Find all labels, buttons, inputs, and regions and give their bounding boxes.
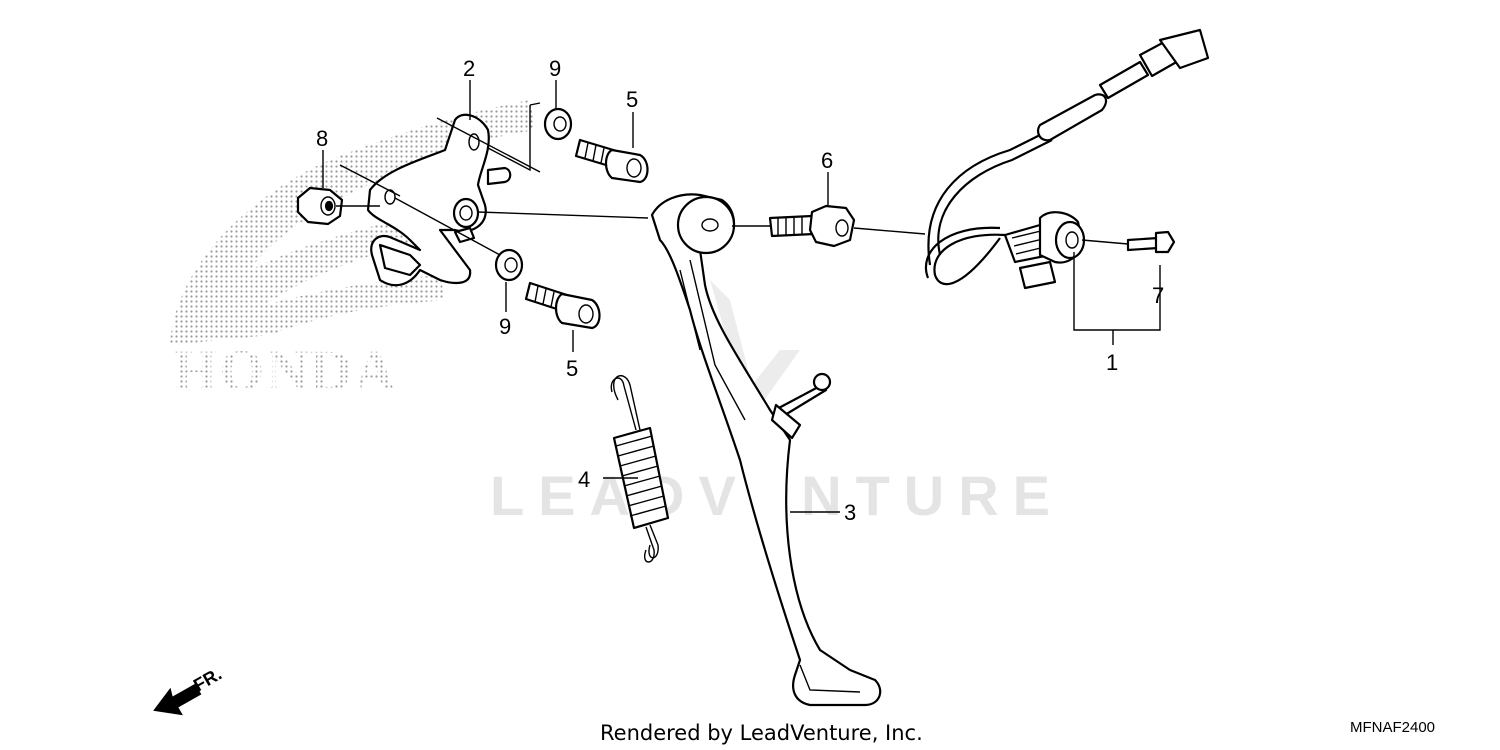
callout-3: 3	[844, 500, 856, 525]
callout-6: 6	[821, 148, 833, 173]
callout-5-upper: 5	[626, 87, 638, 112]
part-stand-switch	[924, 28, 1210, 290]
callout-leaders	[322, 80, 1161, 513]
callout-7: 7	[1152, 283, 1164, 308]
honda-logo-text: HONDA	[172, 338, 398, 403]
front-arrow-icon	[153, 683, 202, 716]
part-bolt-lower	[524, 281, 601, 330]
part-side-stand	[650, 193, 882, 707]
part-spring	[610, 375, 670, 563]
assembly-lines	[336, 102, 1129, 256]
callout-5-lower: 5	[566, 356, 578, 381]
part-washer-lower	[494, 248, 524, 282]
callouts: 1 2 3 4 5 5 6 7 8 9 9	[316, 56, 1164, 525]
honda-wing-logo: HONDA	[170, 100, 535, 403]
part-nut	[296, 186, 344, 226]
part-bolt-upper	[574, 138, 649, 184]
callout-9-upper: 9	[549, 56, 561, 81]
diagram-code: MFNAF2400	[1350, 719, 1435, 736]
part-washer-upper	[543, 107, 573, 141]
callout-2: 2	[463, 56, 475, 81]
callout-1: 1	[1106, 350, 1118, 375]
part-screw	[1126, 230, 1176, 254]
callout-9-lower: 9	[499, 314, 511, 339]
part-pivot-bolt	[768, 204, 856, 248]
front-direction-indicator: FR.	[153, 664, 225, 716]
part-bracket	[366, 113, 512, 287]
callout-4: 4	[578, 467, 590, 492]
footer-credit: Rendered by LeadVenture, Inc.	[600, 721, 923, 745]
callout-8: 8	[316, 126, 328, 151]
